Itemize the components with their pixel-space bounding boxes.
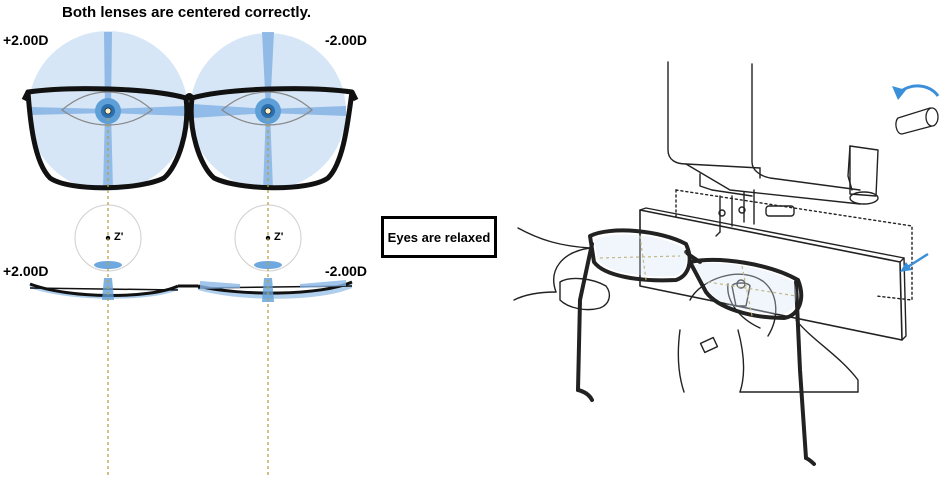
lensmeter-drawing (513, 61, 913, 466)
glasses-frame (21, 86, 359, 191)
right-lens-profile-label: -2.00D (325, 263, 368, 279)
eyes-relaxed-badge: Eyes are relaxed (381, 216, 497, 258)
left-eye-center-label: Z' (114, 231, 124, 243)
lensmeter-guides (599, 235, 797, 317)
lens-profile (29, 278, 353, 302)
right-lens-power-label: -2.00D (325, 32, 368, 48)
eye-right (221, 91, 313, 126)
eye-left (61, 91, 153, 126)
rotate-arrow-icon (892, 84, 940, 135)
direction-arrow-icon (900, 252, 929, 272)
right-eye-center-label: Z' (274, 231, 284, 243)
lens-tint-right-panel (594, 234, 797, 314)
centering-lines (107, 118, 269, 478)
left-lens-power-label: +2.00D (3, 32, 49, 48)
left-lens-profile-label: +2.00D (3, 263, 49, 279)
figure-title: Both lenses are centered correctly. (62, 4, 311, 21)
